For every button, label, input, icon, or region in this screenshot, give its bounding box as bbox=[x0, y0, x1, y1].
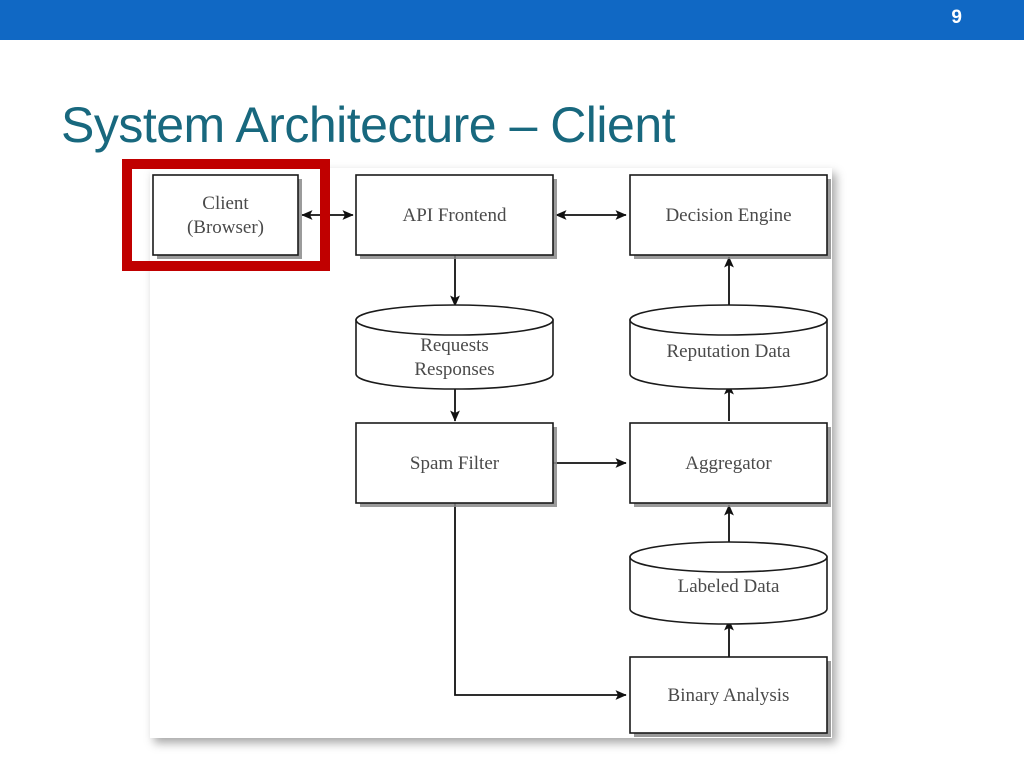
node-api-frontend-label: API Frontend bbox=[403, 205, 507, 226]
edge-spam-filter-binary-analysis bbox=[454, 503, 627, 700]
node-client-browser-label-line1: Client bbox=[202, 193, 249, 214]
node-reputation-data-label: Reputation Data bbox=[667, 341, 792, 362]
node-spam-filter-label: Spam Filter bbox=[410, 453, 500, 474]
client-highlight-annotation bbox=[122, 159, 330, 271]
node-labeled-data-datastore[interactable]: Labeled Data bbox=[629, 541, 828, 625]
node-aggregator-label: Aggregator bbox=[685, 453, 772, 474]
diagram-canvas: Client (Browser) API Frontend Decision E… bbox=[152, 174, 831, 737]
node-labeled-data-label: Labeled Data bbox=[678, 576, 780, 597]
node-binary-analysis-label: Binary Analysis bbox=[668, 685, 790, 706]
node-decision-engine[interactable]: Decision Engine bbox=[629, 174, 831, 259]
slide-header-bar: 9 bbox=[0, 0, 1024, 40]
node-requests-responses-datastore[interactable]: Requests Responses bbox=[355, 304, 554, 390]
node-client-browser[interactable]: Client (Browser) bbox=[152, 174, 302, 259]
node-reputation-data-datastore[interactable]: Reputation Data bbox=[629, 304, 828, 390]
node-decision-engine-label: Decision Engine bbox=[665, 205, 791, 226]
node-requests-responses-label-line2: Responses bbox=[414, 359, 494, 380]
system-architecture-diagram: Client (Browser) API Frontend Decision E… bbox=[150, 168, 832, 738]
node-requests-responses-label-line1: Requests bbox=[420, 335, 489, 356]
node-client-browser-label-line2: (Browser) bbox=[187, 217, 264, 238]
page-title: System Architecture – Client bbox=[61, 97, 676, 153]
node-api-frontend[interactable]: API Frontend bbox=[355, 174, 557, 259]
node-binary-analysis[interactable]: Binary Analysis bbox=[629, 656, 831, 737]
node-aggregator[interactable]: Aggregator bbox=[629, 422, 831, 507]
slide-number: 9 bbox=[951, 7, 962, 28]
node-spam-filter[interactable]: Spam Filter bbox=[355, 422, 557, 507]
